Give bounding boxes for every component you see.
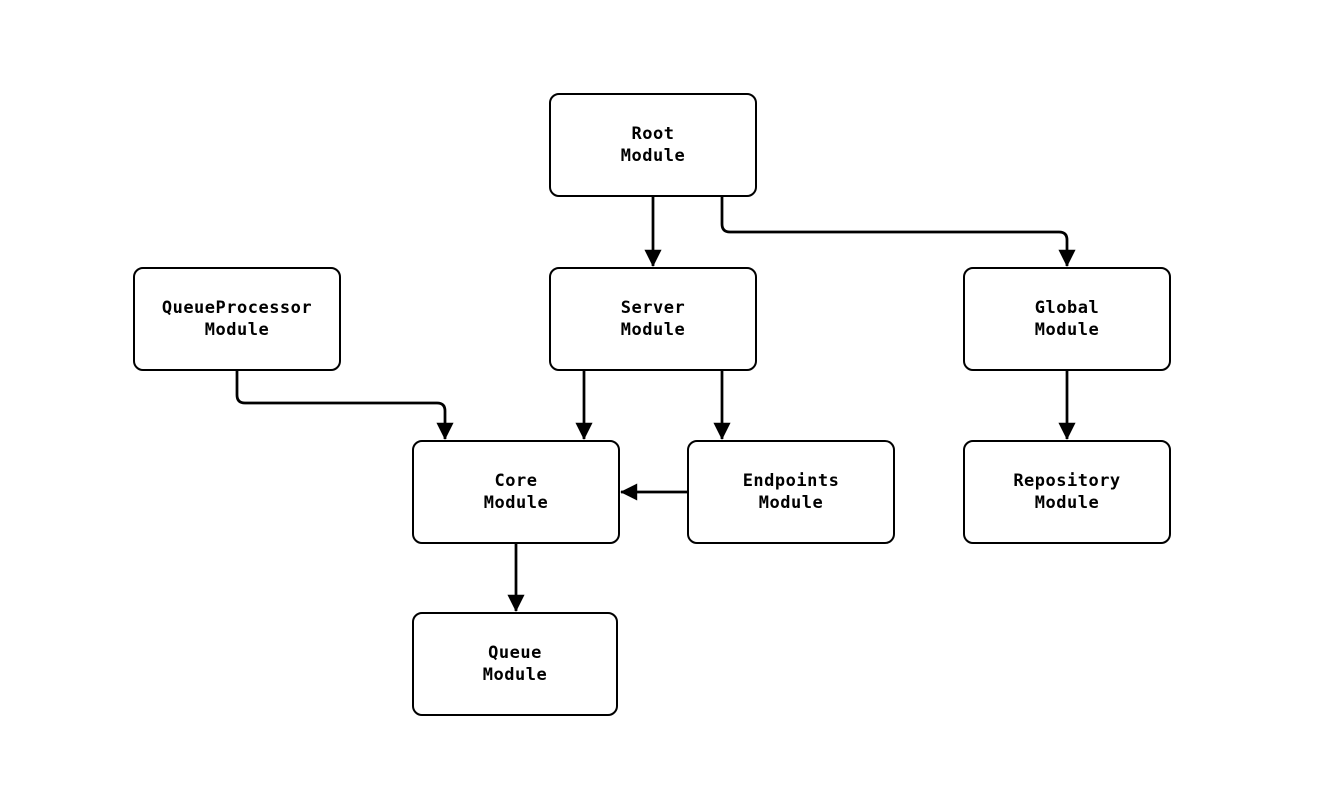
node-queue-module: Queue Module: [412, 612, 618, 716]
node-label: Repository Module: [1013, 471, 1121, 513]
node-label: Core Module: [483, 471, 549, 513]
node-root-module: Root Module: [549, 93, 757, 197]
node-label: Server Module: [620, 298, 686, 340]
node-label: Queue Module: [482, 643, 548, 685]
node-label: Endpoints Module: [742, 471, 840, 513]
edge-root-to-global: [720, 197, 1076, 267]
node-repository-module: Repository Module: [963, 440, 1171, 544]
node-core-module: Core Module: [412, 440, 620, 544]
edge-queueprocessor-to-core: [235, 371, 454, 440]
edge-group: [235, 197, 1076, 612]
node-queueprocessor-module: QueueProcessor Module: [133, 267, 341, 371]
node-global-module: Global Module: [963, 267, 1171, 371]
node-label: QueueProcessor Module: [161, 298, 313, 340]
node-endpoints-module: Endpoints Module: [687, 440, 895, 544]
node-server-module: Server Module: [549, 267, 757, 371]
node-label: Root Module: [620, 124, 686, 166]
node-label: Global Module: [1034, 298, 1100, 340]
